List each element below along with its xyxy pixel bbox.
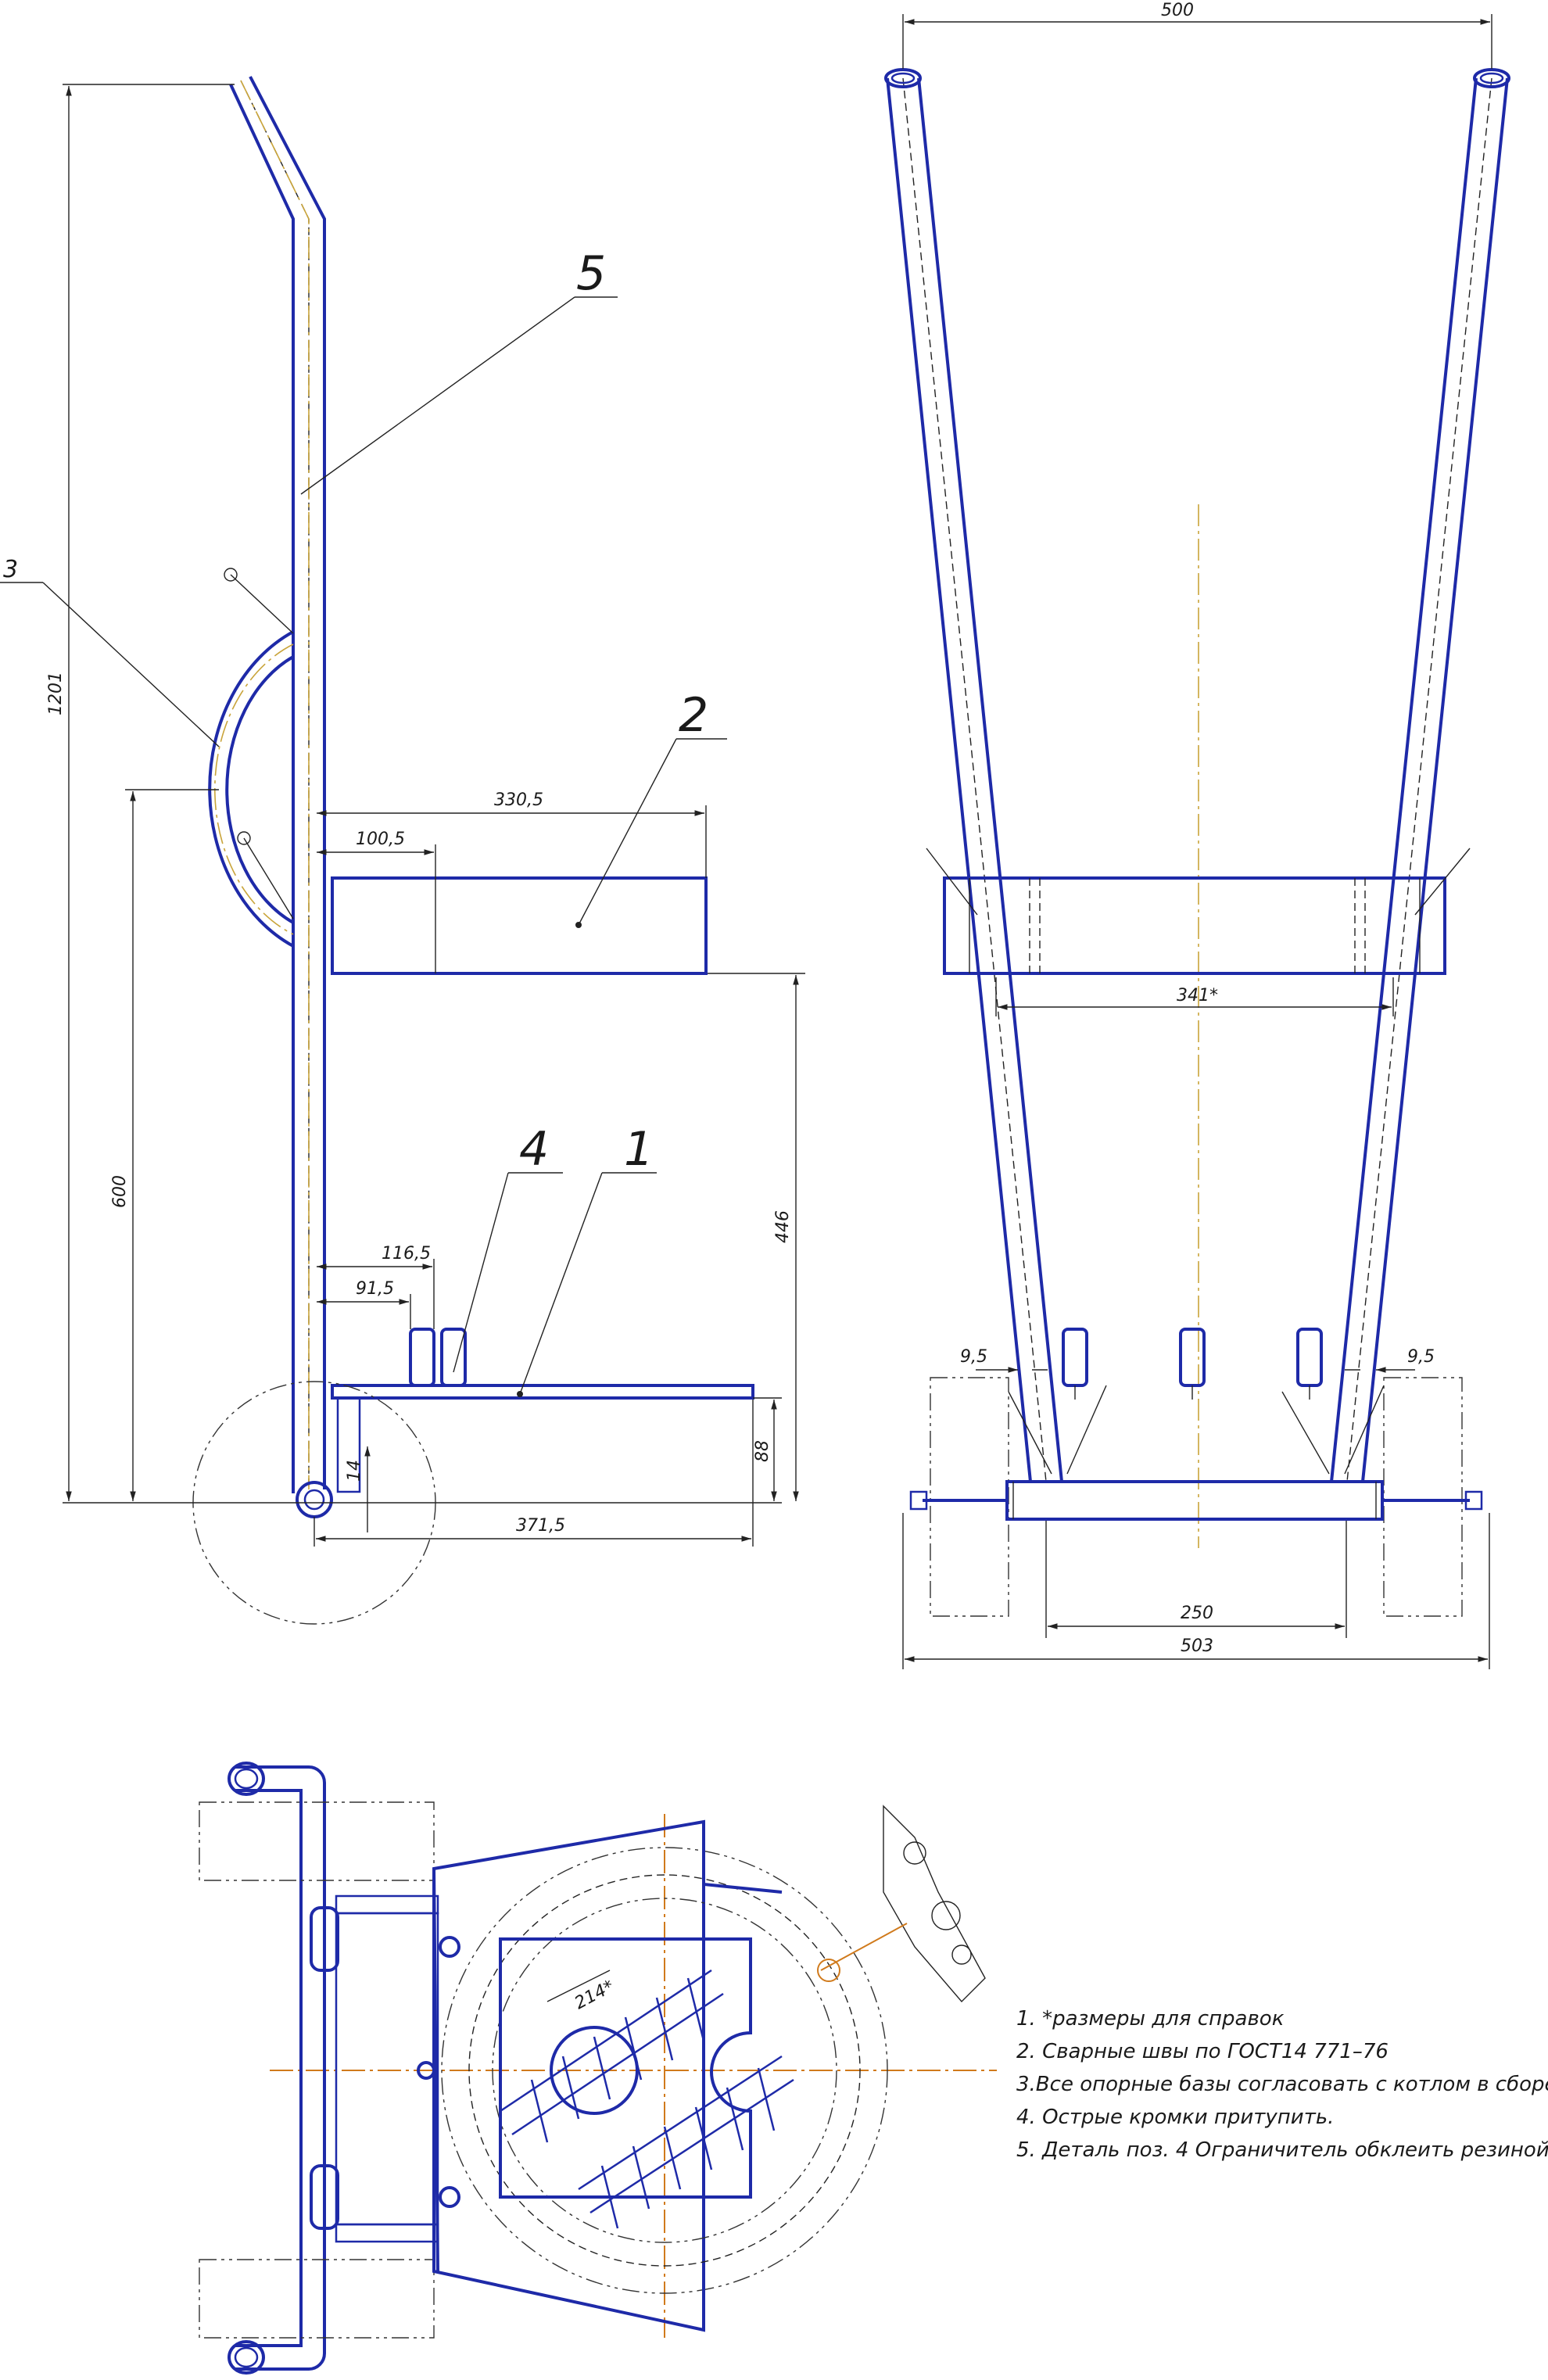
position-label-4: 4 [519,1122,549,1177]
dim-handle-height: 600 [110,1175,130,1208]
note-1: 1. *размеры для справок [1016,2007,1285,2031]
dim-stop-offset-1: 116,5 [382,1244,431,1263]
dim-wheel-offset: 14 [345,1460,364,1482]
axle [909,1385,1483,1521]
left-leg [884,68,1063,1482]
note-3: 3.Все опорные базы согласовать с котлом … [1016,2073,1548,2096]
note-2: 2. Сварные швы по ГОСТ14 771–76 [1016,2040,1389,2063]
dim-axle-width: 503 [1181,1636,1213,1656]
plan-view: 214* [199,1762,997,2375]
dim-shelf-height: 446 [773,1210,793,1243]
note-4: 4. Острые кромки притупить. [1016,2106,1334,2129]
handle-tube [229,76,326,1493]
frame-handle [228,1762,435,2375]
dim-gap-left: 9,5 [960,1347,987,1367]
burner-elements [500,1969,794,2229]
front-view: 500 341* 9,5 9,5 250 503 [884,1,1510,1669]
side-dimension-lines [63,84,805,1547]
bow-handle [208,568,294,948]
dim-gap-right: 9,5 [1407,1347,1435,1367]
base-plate [331,1328,754,1493]
note-5: 5. Деталь поз. 4 Ограничитель обклеить р… [1016,2138,1548,2162]
strap [926,848,1471,975]
technical-notes: 1. *размеры для справок 2. Сварные швы п… [1016,2007,1548,2162]
position-label-3: 3 [3,556,18,583]
dim-stop-offset-2: 91,5 [356,1279,394,1299]
valve-assembly [817,1805,986,2003]
side-view: 1201 600 330,5 100,5 446 116,5 91,5 14 8… [0,76,805,1625]
dim-inner-width: 250 [1181,1604,1213,1623]
dim-base-height: 88 [753,1440,772,1462]
dim-shelf-offset: 100,5 [356,830,405,849]
dim-base-length: 371,5 [516,1516,565,1536]
position-label-2: 2 [679,688,708,743]
shelf [331,876,708,975]
dim-shelf-width: 330,5 [494,790,543,810]
dim-overall-height: 1201 [46,672,66,715]
dim-strap-width: 341* [1177,986,1218,1005]
position-label-5: 5 [576,246,606,301]
dim-top-width: 500 [1161,1,1194,20]
front-dimension-lines [902,14,1492,1669]
right-leg [1330,68,1510,1482]
stops [1062,1328,1323,1400]
leaders [0,296,727,1395]
dim-diameter: 214* [572,1977,618,2013]
position-label-1: 1 [624,1122,654,1177]
